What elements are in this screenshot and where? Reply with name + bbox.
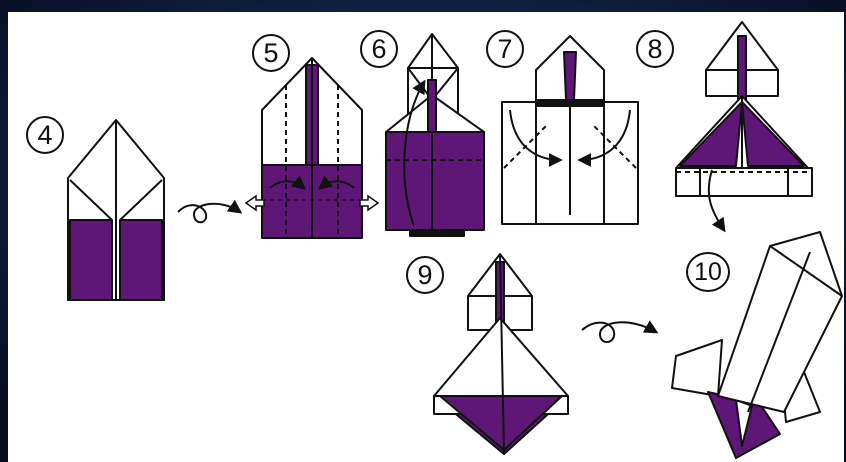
step-8-label: 8	[636, 30, 674, 68]
step-5-number: 5	[263, 38, 278, 69]
step-6-number: 6	[371, 34, 386, 65]
step-10-label: 10	[686, 252, 730, 292]
step-6-label: 6	[360, 30, 398, 68]
step-7-label: 7	[486, 30, 524, 68]
step-9-label: 9	[406, 256, 444, 294]
step-5-label: 5	[252, 34, 290, 72]
step-9-number: 9	[417, 260, 432, 291]
step-10-number: 10	[694, 258, 722, 287]
step-8-number: 8	[647, 34, 662, 65]
step-4-number: 4	[37, 120, 52, 151]
step-7-number: 7	[497, 34, 512, 65]
step-4-label: 4	[26, 116, 64, 154]
